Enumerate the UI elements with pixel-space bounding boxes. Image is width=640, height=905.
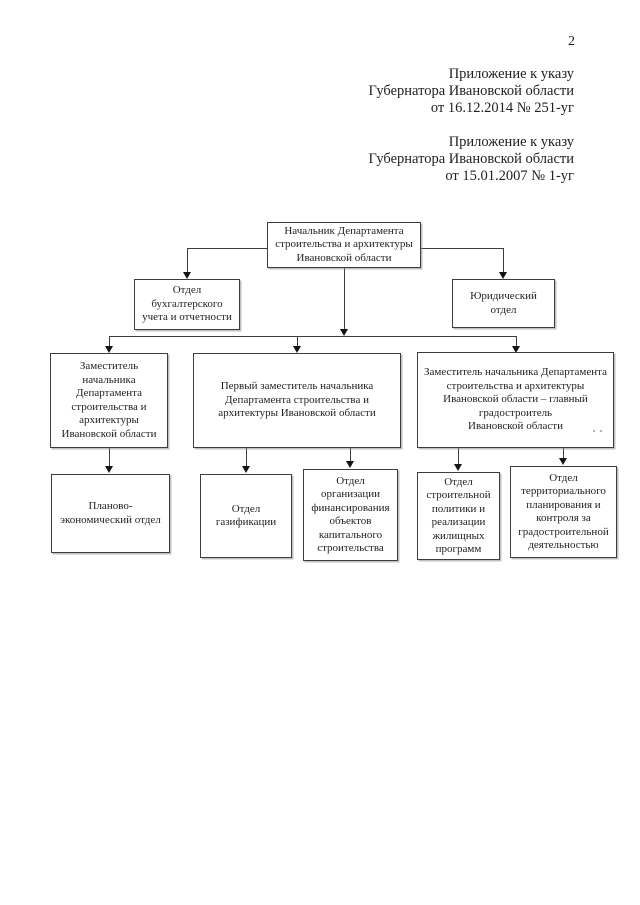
arrowhead-into-first-deputy (293, 346, 301, 353)
arrowhead-into-finance-org (346, 461, 354, 468)
org-node-gasification-dept: Отдел газификации (200, 474, 292, 558)
org-node-deputy-head: Заместитель начальника Департамента стро… (50, 353, 168, 448)
appendix-reference-2007: Приложение к указу Губернатора Ивановско… (368, 134, 574, 184)
connector-head-accounting-vertical (187, 248, 188, 272)
arrowhead-into-territorial (559, 458, 567, 465)
org-node-first-deputy-head: Первый заместитель начальника Департамен… (193, 353, 401, 448)
arrowhead-into-deputy (105, 346, 113, 353)
connector-chief-architect-territorial (563, 448, 564, 458)
page-number: 2 (568, 34, 575, 49)
appendix-reference-2014: Приложение к указу Губернатора Ивановско… (368, 66, 574, 116)
arrowhead-into-legal (499, 272, 507, 279)
connector-rail-first-deputy (297, 336, 298, 346)
org-node-legal-dept: Юридический отдел (452, 279, 555, 328)
org-node-deputy-chief-architect: Заместитель начальника Департамента стро… (417, 352, 614, 448)
distribution-rail (109, 336, 517, 337)
connector-first-deputy-gasification (246, 448, 247, 466)
connector-head-legal-horizontal (421, 248, 503, 249)
connector-first-deputy-finance-org (350, 448, 351, 461)
arrowhead-into-gasification (242, 466, 250, 473)
connector-deputy-planning-econ (109, 448, 110, 466)
arrowhead-into-construction-policy (454, 464, 462, 471)
connector-rail-chief-architect (516, 336, 517, 346)
arrowhead-into-planning-econ (105, 466, 113, 473)
connector-head-legal-vertical (503, 248, 504, 272)
org-node-department-head: Начальник Департамента строительства и а… (267, 222, 421, 268)
org-node-accounting-dept: Отдел бухгалтерского учета и отчетности (134, 279, 240, 330)
org-node-territorial-planning-dept: Отдел территориального планирования и ко… (510, 466, 617, 558)
connector-rail-deputy (109, 336, 110, 346)
connector-head-accounting-horizontal (187, 248, 267, 249)
org-node-capital-finance-dept: Отдел организации финансирования объекто… (303, 469, 398, 561)
connector-chief-architect-construction-policy (458, 448, 459, 464)
arrowhead-into-rail (340, 329, 348, 336)
scan-artifact-dots (593, 430, 602, 432)
org-node-planning-economic-dept: Планово- экономический отдел (51, 474, 170, 553)
connector-head-rail-vertical (344, 268, 345, 329)
arrowhead-into-accounting (183, 272, 191, 279)
arrowhead-into-chief-architect (512, 346, 520, 353)
org-node-construction-policy-dept: Отдел строительной политики и реализации… (417, 472, 500, 560)
